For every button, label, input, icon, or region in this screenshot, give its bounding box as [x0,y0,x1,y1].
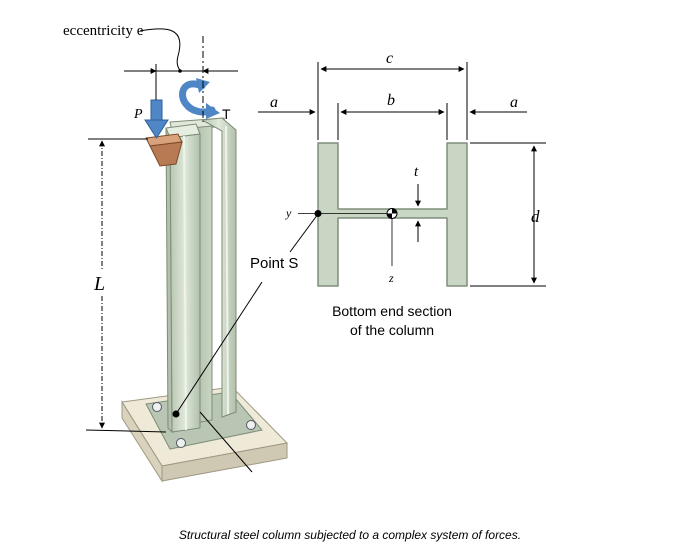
base-plate [121,386,289,483]
dim-d-label: d [531,207,540,226]
axis-y-label: y [285,206,292,220]
dimension-c [317,62,468,140]
eccentricity-label: eccentricity e [63,23,144,39]
length-label: L [93,273,105,295]
torque-arrow-icon [179,78,220,119]
steel-column [165,117,237,434]
figure-caption: Structural steel column subjected to a c… [179,528,521,542]
point-s-leader [172,213,319,418]
load-bracket [145,133,183,167]
point-s-label: Point S [250,255,298,272]
dim-c-label: c [386,50,393,67]
length-dimension [85,138,167,433]
axis-z-label: z [388,271,394,285]
eccentricity-dimension [124,28,238,122]
dim-a-right-label: a [510,94,518,111]
load-arrow-icon [144,99,169,139]
section-title-line2: of the column [350,322,434,338]
centroid-icon [386,208,398,219]
dim-a-left-label: a [270,94,278,111]
torque-label: T [222,106,231,122]
dim-b-label: b [387,92,395,109]
load-label: P [133,107,143,122]
dimension-b [337,103,448,140]
base-leader-line [199,411,253,473]
dimension-d [470,142,546,287]
dim-t-label: t [414,164,419,180]
section-title-line1: Bottom end section [332,303,452,319]
section-axes [298,210,393,266]
